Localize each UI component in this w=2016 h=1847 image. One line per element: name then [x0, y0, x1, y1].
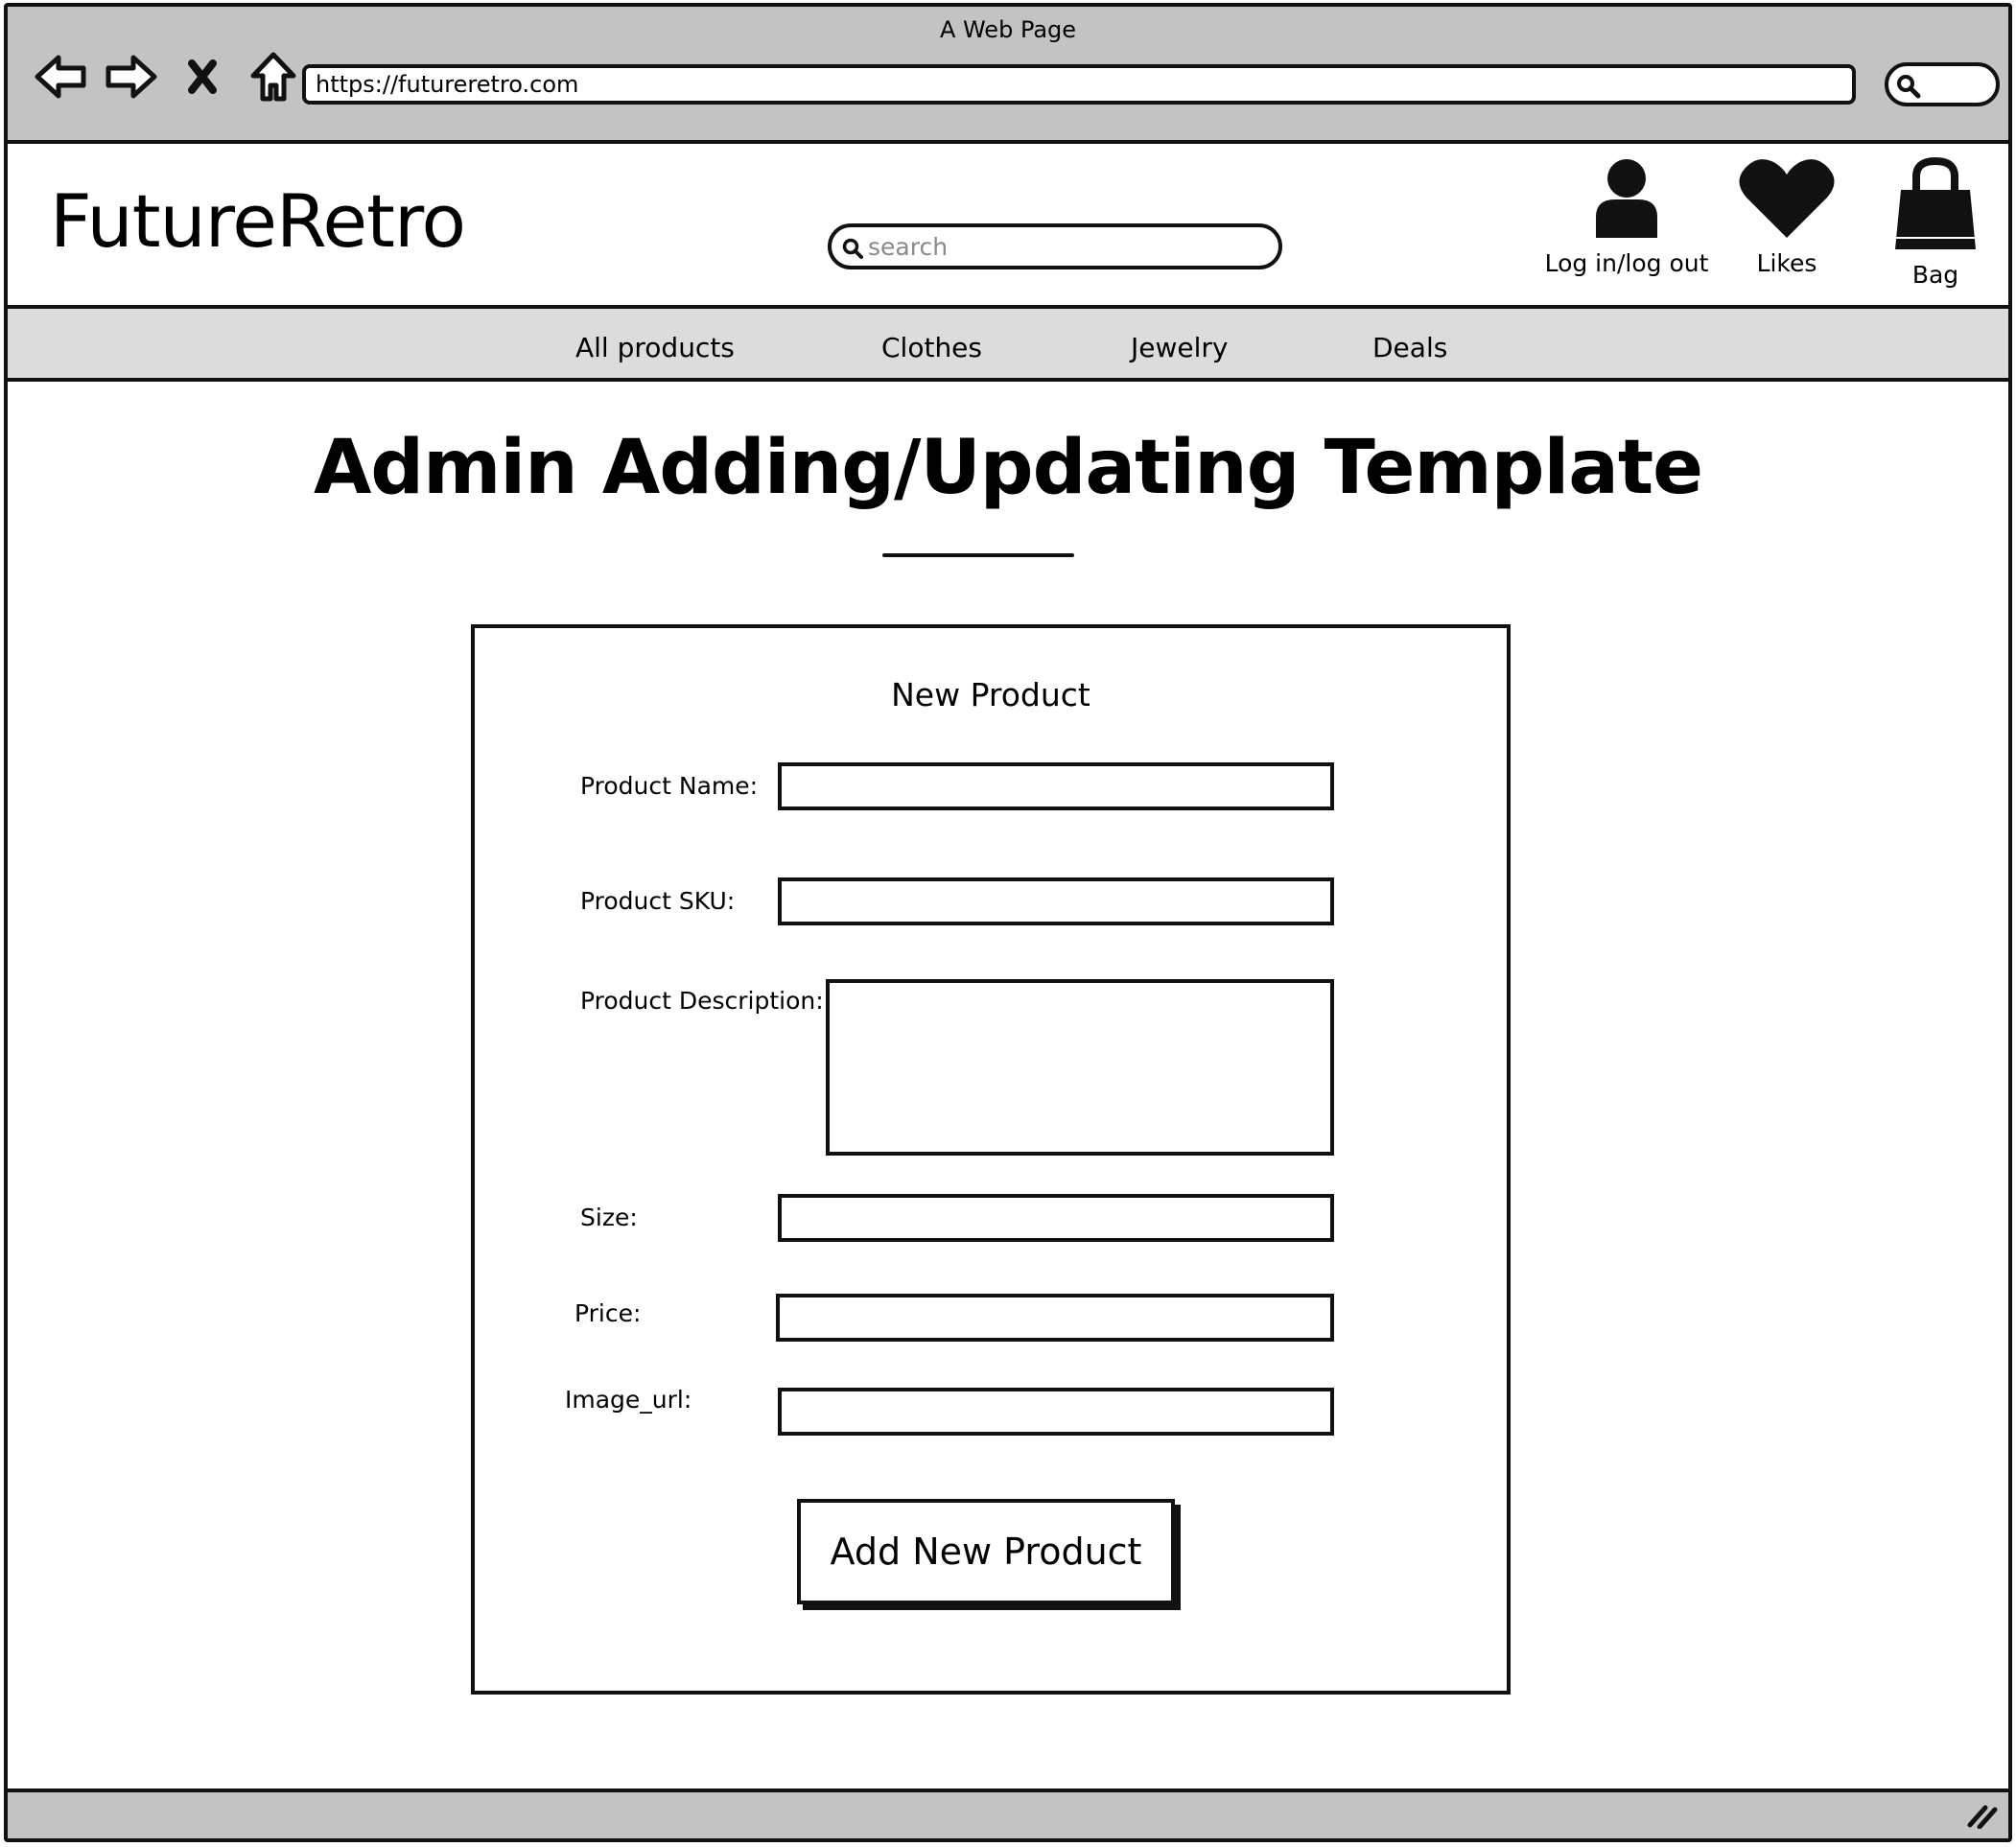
likes-button[interactable]: Likes: [1715, 157, 1859, 277]
heart-icon: [1739, 157, 1835, 244]
shopping-bag-icon: [1887, 156, 1983, 255]
browser-window: A Web Page https://futureretro.com Futur…: [4, 3, 2012, 1842]
price-input[interactable]: [776, 1294, 1334, 1342]
site-logo[interactable]: FutureRetro: [50, 178, 466, 264]
site-header: FutureRetro Log in/log out Likes Bag: [8, 144, 2008, 305]
user-icon: [1592, 157, 1661, 244]
new-product-form: New Product Product Name: Product SKU: P…: [471, 624, 1511, 1695]
product-name-label: Product Name:: [580, 772, 759, 800]
nav-item-jewelry[interactable]: Jewelry: [1131, 332, 1229, 363]
category-nav: All products Clothes Jewelry Deals: [8, 305, 2008, 382]
title-divider: [882, 553, 1074, 557]
nav-item-all-products[interactable]: All products: [575, 332, 735, 363]
browser-nav-buttons: [33, 49, 301, 105]
product-sku-input[interactable]: [778, 877, 1334, 925]
browser-status-bar: [8, 1789, 2008, 1838]
bag-button[interactable]: Bag: [1871, 156, 2000, 289]
login-logout-button[interactable]: Log in/log out: [1535, 157, 1718, 277]
forward-arrow-icon[interactable]: [104, 49, 159, 105]
search-icon: [1896, 74, 1921, 103]
form-title: New Product: [891, 676, 1090, 713]
search-input[interactable]: [868, 229, 1271, 264]
home-icon[interactable]: [246, 49, 301, 105]
bag-label: Bag: [1911, 261, 1959, 289]
product-name-input[interactable]: [778, 762, 1334, 810]
image-url-label: Image_url:: [565, 1386, 692, 1414]
search-icon: [841, 237, 864, 264]
site-search: [828, 223, 1282, 269]
size-label: Size:: [580, 1204, 638, 1231]
browser-search-box[interactable]: [1885, 62, 2000, 106]
product-description-textarea[interactable]: [826, 979, 1334, 1156]
login-logout-label: Log in/log out: [1544, 249, 1709, 277]
resize-grip-icon[interactable]: [1966, 1800, 1999, 1833]
product-sku-label: Product SKU:: [580, 887, 736, 915]
add-new-product-button[interactable]: Add New Product: [797, 1499, 1175, 1604]
back-arrow-icon[interactable]: [33, 49, 88, 105]
page-title: Admin Adding/Updating Template: [313, 425, 1703, 511]
likes-label: Likes: [1756, 249, 1817, 277]
nav-item-deals[interactable]: Deals: [1372, 332, 1448, 363]
close-x-icon[interactable]: [175, 49, 230, 105]
product-description-label: Product Description:: [580, 987, 824, 1015]
address-bar[interactable]: https://futureretro.com: [302, 64, 1856, 105]
image-url-input[interactable]: [778, 1388, 1334, 1436]
price-label: Price:: [574, 1299, 642, 1327]
browser-toolbar: A Web Page https://futureretro.com: [8, 7, 2008, 144]
nav-item-clothes[interactable]: Clothes: [881, 332, 982, 363]
browser-title: A Web Page: [939, 16, 1077, 43]
size-input[interactable]: [778, 1194, 1334, 1242]
